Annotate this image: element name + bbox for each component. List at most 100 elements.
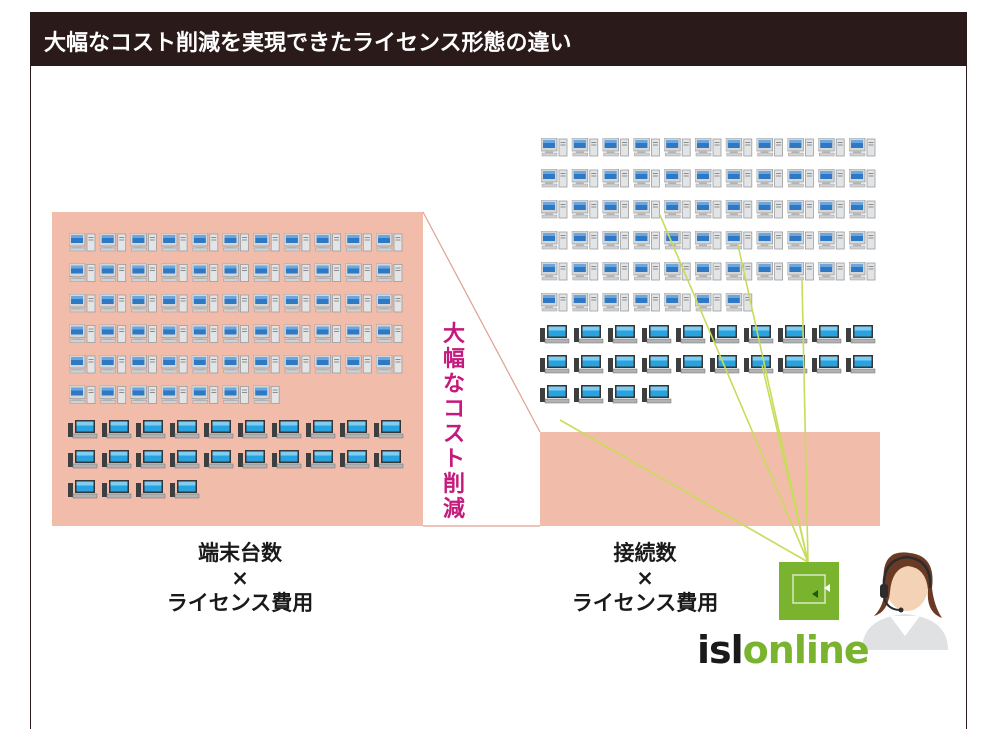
laptop-computer-icon — [812, 325, 842, 344]
desktop-computer-icon — [253, 294, 280, 313]
desktop-computer-icon — [314, 324, 342, 343]
desktop-computer-icon — [541, 231, 568, 250]
desktop-computer-icon — [345, 233, 372, 252]
desktop-computer-icon — [376, 355, 403, 374]
reduction-line-top — [422, 211, 541, 433]
desktop-computer-icon — [695, 138, 722, 157]
logo-isl-text: isl — [697, 628, 744, 672]
desktop-computer-icon — [161, 324, 188, 343]
desktop-computer-icon — [695, 231, 722, 250]
desktop-computer-icon — [99, 385, 127, 404]
desktop-computer-icon — [69, 263, 96, 282]
laptop-computer-icon — [676, 355, 706, 374]
desktop-computer-icon — [849, 200, 876, 219]
laptop-computer-icon — [574, 355, 604, 374]
desktop-computer-icon — [818, 262, 845, 281]
operator-headset-icon — [862, 552, 948, 650]
reduction-char: 減 — [442, 497, 465, 522]
desktop-computer-icon — [253, 263, 280, 282]
right-caption-line3: ライセンス費用 — [571, 591, 719, 615]
desktop-computer-icon — [69, 355, 96, 374]
desktop-computer-icon — [69, 294, 96, 313]
desktop-computer-icon — [571, 262, 599, 281]
islonline-logo: islonline — [697, 628, 870, 672]
laptop-computer-icon — [540, 325, 570, 344]
desktop-computer-icon — [376, 233, 403, 252]
desktop-computer-icon — [664, 169, 691, 188]
desktop-computer-icon — [541, 293, 568, 312]
desktop-computer-icon — [99, 263, 127, 282]
desktop-computer-icon — [756, 138, 784, 157]
desktop-computer-icon — [99, 324, 127, 343]
desktop-computer-icon — [161, 233, 188, 252]
desktop-computer-icon — [130, 263, 157, 282]
desktop-computer-icon — [191, 294, 219, 313]
laptop-computer-icon — [540, 355, 570, 374]
isl-app-icon — [779, 562, 839, 620]
desktop-computer-icon — [541, 262, 568, 281]
desktop-computer-icon — [314, 294, 342, 313]
desktop-computer-icon — [376, 324, 403, 343]
desktop-computer-icon — [69, 385, 96, 404]
desktop-computer-icon — [633, 200, 660, 219]
desktop-computer-icon — [602, 138, 630, 157]
desktop-computer-icon — [130, 294, 157, 313]
desktop-computer-icon — [602, 262, 630, 281]
desktop-computer-icon — [222, 324, 249, 343]
left-caption-line1: 端末台数 — [198, 541, 282, 565]
right-caption: 接続数 × ライセンス費用 — [545, 541, 745, 616]
laptop-computer-icon — [574, 385, 604, 404]
laptop-computer-icon — [574, 325, 604, 344]
desktop-computer-icon — [849, 231, 876, 250]
desktop-computer-icon — [69, 233, 96, 252]
desktop-computer-icon — [283, 233, 311, 252]
desktop-computer-icon — [69, 324, 96, 343]
desktop-computer-icon — [222, 263, 249, 282]
laptop-computer-icon — [812, 355, 842, 374]
right-caption-line2: × — [636, 566, 654, 590]
desktop-computer-icon — [756, 200, 784, 219]
desktop-computer-icon — [756, 231, 784, 250]
desktop-computer-icon — [376, 294, 403, 313]
desktop-computer-icon — [633, 293, 660, 312]
desktop-computer-icon — [253, 324, 280, 343]
desktop-computer-icon — [787, 169, 814, 188]
desktop-computer-icon — [571, 200, 599, 219]
laptop-computer-icon — [608, 355, 638, 374]
reduction-char: 大 — [442, 322, 465, 347]
right-cost-block — [540, 432, 880, 526]
desktop-computer-icon — [345, 355, 372, 374]
laptop-computer-icon — [710, 355, 740, 374]
desktop-computer-icon — [161, 385, 188, 404]
desktop-computer-icon — [695, 200, 722, 219]
left-caption-line2: × — [231, 566, 249, 590]
desktop-computer-icon — [314, 355, 342, 374]
desktop-computer-icon — [222, 294, 249, 313]
desktop-computer-icon — [602, 200, 630, 219]
laptop-computer-icon — [710, 325, 740, 344]
desktop-computer-icon — [602, 169, 630, 188]
frame-border-right — [966, 66, 967, 729]
desktop-computer-icon — [818, 200, 845, 219]
desktop-computer-icon — [756, 262, 784, 281]
reduction-char: 削 — [442, 472, 465, 497]
reduction-char: 幅 — [442, 347, 465, 372]
desktop-computer-icon — [130, 385, 157, 404]
desktop-computer-icon — [725, 262, 753, 281]
desktop-computer-icon — [633, 169, 660, 188]
desktop-computer-icon — [571, 169, 599, 188]
desktop-computer-icon — [633, 262, 660, 281]
desktop-computer-icon — [664, 293, 691, 312]
desktop-computer-icon — [283, 324, 311, 343]
desktop-computer-icon — [633, 231, 660, 250]
desktop-computer-icon — [571, 231, 599, 250]
reduction-char: ス — [442, 422, 465, 447]
desktop-computer-icon — [725, 169, 753, 188]
desktop-computer-icon — [191, 324, 219, 343]
desktop-computer-icon — [161, 294, 188, 313]
desktop-computer-icon — [818, 169, 845, 188]
logo-online-text: online — [742, 628, 870, 672]
desktop-computer-icon — [849, 262, 876, 281]
desktop-computer-icon — [222, 385, 249, 404]
laptop-computer-icon — [608, 325, 638, 344]
